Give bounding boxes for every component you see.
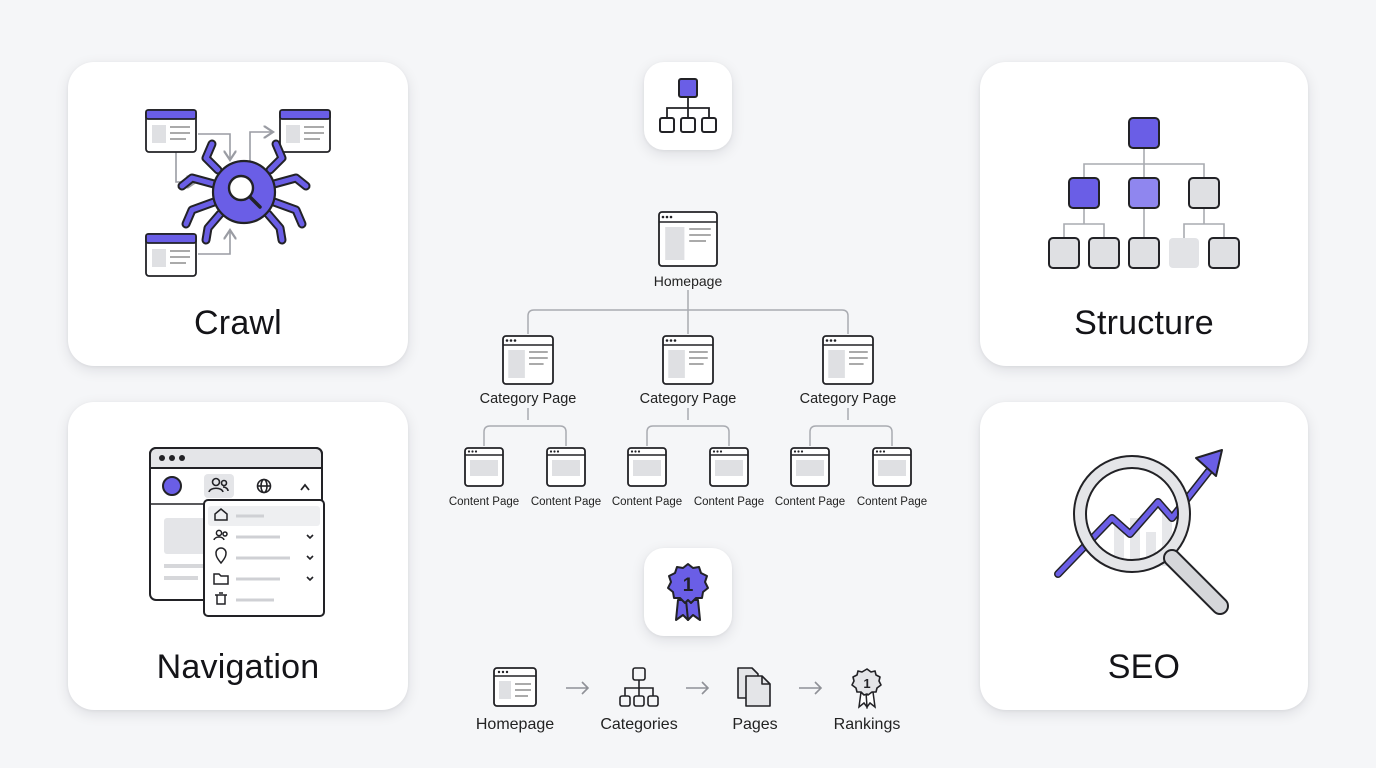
content-page-label: Content Page: [774, 496, 846, 508]
award-ribbon-icon: 1: [851, 668, 882, 710]
flow-label-homepage: Homepage: [475, 716, 555, 733]
browser-window-icon: [822, 335, 874, 385]
category-page-label: Category Page: [799, 391, 897, 407]
browser-window-icon: [658, 211, 718, 267]
spider-icon: [177, 139, 311, 245]
browser-window-icon: [145, 233, 197, 277]
navigation-title: Navigation: [156, 648, 320, 686]
pages-icon: [737, 667, 771, 707]
crawl-title: Crawl: [194, 304, 282, 342]
browser-window-icon: [627, 447, 667, 487]
sitemap-icon: [659, 78, 717, 133]
seo-title: SEO: [1107, 648, 1181, 686]
seo-illustration: [1054, 449, 1229, 615]
home-icon: [214, 508, 228, 521]
chevron-up-icon: [300, 483, 310, 491]
browser-window-icon: [502, 335, 554, 385]
browser-window-icon: [790, 447, 830, 487]
users-icon: [213, 529, 228, 541]
navigation-illustration: [149, 447, 325, 617]
users-icon: [208, 477, 229, 493]
flow-label-categories: Categories: [600, 716, 678, 733]
badge-number: 1: [683, 575, 694, 596]
chevron-down-icon: [306, 534, 314, 582]
seo-card: SEO: [980, 402, 1308, 710]
sitemap-icon: [619, 667, 659, 707]
location-pin-icon: [215, 547, 227, 565]
browser-window-icon: [464, 447, 504, 487]
browser-window-icon: [662, 335, 714, 385]
award-ribbon-icon: 1: [667, 563, 709, 621]
badge-number-small: 1: [863, 676, 870, 691]
category-page-label: Category Page: [639, 391, 737, 407]
sitemap-icon: [1048, 117, 1240, 269]
avatar: [162, 476, 182, 496]
content-page-label: Content Page: [693, 496, 765, 508]
browser-window-icon: [145, 109, 197, 153]
browser-window-icon: [279, 109, 331, 153]
crawl-illustration: [145, 109, 331, 277]
content-page-label: Content Page: [611, 496, 683, 508]
flow-label-rankings: Rankings: [833, 716, 901, 733]
sitemap-icon-box: [644, 62, 732, 150]
magnifier-icon: [227, 174, 255, 202]
flow-label-pages: Pages: [732, 716, 778, 733]
browser-window-icon: [493, 667, 537, 707]
structure-card: Structure: [980, 62, 1308, 366]
browser-window-icon: [546, 447, 586, 487]
content-page-label: Content Page: [530, 496, 602, 508]
globe-icon: [256, 478, 272, 494]
content-page-label: Content Page: [448, 496, 520, 508]
structure-title: Structure: [1074, 304, 1214, 342]
navigation-card: Navigation: [68, 402, 408, 710]
arrow-right-icon: [566, 681, 823, 695]
browser-window-icon: [872, 447, 912, 487]
content-page-label: Content Page: [856, 496, 928, 508]
folder-icon: [213, 573, 229, 585]
trash-icon: [215, 592, 227, 605]
magnifier-icon: [1073, 455, 1229, 615]
crawl-card: Crawl: [68, 62, 408, 366]
tree-root-label: Homepage: [653, 273, 723, 289]
browser-window-icon: [709, 447, 749, 487]
category-page-label: Category Page: [479, 391, 577, 407]
award-icon-box: 1: [644, 548, 732, 636]
